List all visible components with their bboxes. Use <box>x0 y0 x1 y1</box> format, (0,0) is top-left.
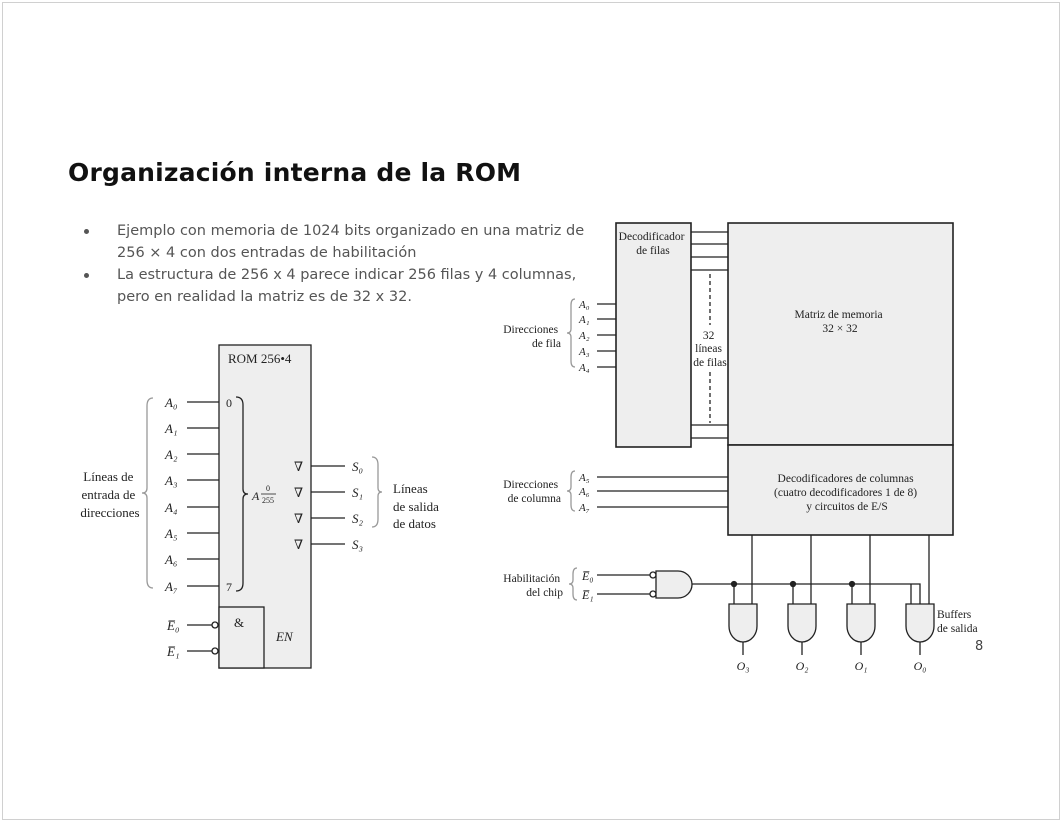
rom-logic-symbol: ROM 256•4 A₀ A₁ A₂ A₃ A₄ A₅ A₆ A₇ 0 7 A 0 255 ∇… <box>80 344 442 669</box>
address-range-top: 0 <box>266 484 270 493</box>
output-buffer-gate-icon <box>728 603 758 643</box>
row-decoder-box <box>615 222 692 448</box>
rom-internal-diagram: Decodificador de filas Matriz de memoria… <box>503 222 978 673</box>
data-output-label: S₃ <box>352 537 363 552</box>
bullet-list: Ejemplo con memoria de 1024 bits organiz… <box>80 220 600 308</box>
inversion-bubble-icon <box>649 590 657 598</box>
slide-title: Organización interna de la ROM <box>68 158 522 187</box>
range-end: 7 <box>226 580 232 594</box>
address-input-label: A₀ <box>164 395 177 410</box>
tristate-output-icon: ∇ <box>294 537 303 552</box>
address-group-brace <box>235 396 249 592</box>
and-gate-icon <box>655 570 693 599</box>
enable-input-label: E̅₁ <box>581 588 594 602</box>
column-address-label: A₆ <box>578 486 590 498</box>
tristate-output-icon: ∇ <box>294 485 303 500</box>
enable-label: EN <box>275 629 294 644</box>
and-symbol: & <box>234 615 244 630</box>
address-input-label: A₂ <box>164 447 178 462</box>
output-buffer-gate-icon <box>905 603 935 643</box>
inversion-bubble-icon <box>211 647 219 655</box>
row-address-label: A₂ <box>578 330 590 342</box>
column-decoder-label: Decodificadores de columnas (cuatro deco… <box>774 473 920 513</box>
bullet-icon <box>84 273 89 278</box>
output-buffer-gate-icon <box>846 603 876 643</box>
address-input-label: A₁ <box>164 421 177 436</box>
output-group-label: Líneas de salida de datos <box>393 481 442 531</box>
column-decoder-box <box>727 444 954 536</box>
buffers-label: Buffers de salida <box>937 609 978 635</box>
memory-matrix-label: Matriz de memoria 32 × 32 <box>794 309 885 335</box>
address-symbol: A <box>251 489 260 503</box>
range-start: 0 <box>226 396 232 410</box>
enable-input-label: E̅₁ <box>166 644 179 659</box>
input-brace <box>141 397 154 589</box>
row-address-label: A₃ <box>578 346 590 358</box>
row-address-label: Direcciones de fila <box>503 324 561 350</box>
output-brace <box>371 456 383 528</box>
enable-line <box>692 583 921 604</box>
row-lines-label: 32 líneas de filas <box>693 330 727 369</box>
row-address-label: A₀ <box>578 299 590 311</box>
chip-label: ROM 256•4 <box>228 351 292 366</box>
inversion-bubble-icon <box>211 621 219 629</box>
bullet-text: Ejemplo con memoria de 1024 bits organiz… <box>117 223 585 261</box>
address-input-label: A₆ <box>164 552 177 567</box>
row-address-label: A₄ <box>578 362 590 374</box>
enable-input-label: E̅₀ <box>581 569 594 583</box>
bullet-item: Ejemplo con memoria de 1024 bits organiz… <box>80 220 600 264</box>
bullet-text: La estructura de 256 x 4 parece indicar … <box>117 267 577 305</box>
column-address-label: A₅ <box>578 472 590 484</box>
enable-input-label: E̅₀ <box>166 618 179 633</box>
input-group-label: Líneas de entrada de direcciones <box>80 469 139 520</box>
page-number: 8 <box>975 639 984 654</box>
address-input-label: A₇ <box>164 579 178 594</box>
column-address-label: A₇ <box>578 502 590 514</box>
chip-enable-label: Habilitación del chip <box>503 573 563 599</box>
bullet-icon <box>84 229 89 234</box>
data-output-label: S₂ <box>352 511 364 526</box>
output-label: O₂ <box>796 659 809 673</box>
output-label: O₁ <box>855 659 868 673</box>
address-range-bottom: 255 <box>262 496 274 505</box>
address-input-label: A₃ <box>164 473 177 488</box>
address-input-label: A₅ <box>164 526 177 541</box>
row-lines <box>691 231 728 439</box>
data-output-label: S₁ <box>352 485 363 500</box>
bullet-item: La estructura de 256 x 4 parece indicar … <box>80 264 600 308</box>
output-label: O₀ <box>914 659 927 673</box>
output-buffer-gate-icon <box>787 603 817 643</box>
output-label: O₃ <box>737 659 750 673</box>
column-address-label: Direcciones de columna <box>503 479 561 505</box>
and-enable-box <box>218 606 265 669</box>
inversion-bubble-icon <box>649 571 657 579</box>
data-output-label: S₀ <box>352 459 363 474</box>
tristate-output-icon: ∇ <box>294 459 303 474</box>
row-address-label: A₁ <box>578 314 590 326</box>
tristate-output-icon: ∇ <box>294 511 303 526</box>
row-decoder-label: Decodificador de filas <box>619 231 688 257</box>
address-input-label: A₄ <box>164 500 178 515</box>
